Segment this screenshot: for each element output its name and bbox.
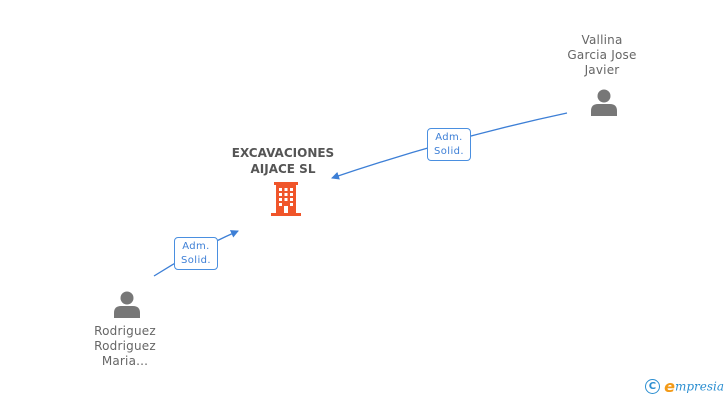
person-name-line: Garcia Jose <box>567 48 637 62</box>
person-name-line: Maria... <box>101 354 149 368</box>
person-name-line: Javier <box>584 63 620 77</box>
person-name-line: Rodriguez <box>94 339 156 353</box>
person-name-line: Vallina <box>581 33 623 47</box>
relation-badge-rodriguez[interactable]: Adm. Solid. <box>174 237 218 270</box>
person-icon[interactable] <box>113 290 141 318</box>
brand-e-letter: e <box>664 377 675 396</box>
person-label-vallina[interactable]: Vallina Garcia Jose Javier <box>552 33 652 78</box>
building-icon[interactable] <box>269 182 303 216</box>
relation-label-line: Solid. <box>181 255 211 266</box>
company-label[interactable]: EXCAVACIONES AIJACE SL <box>223 145 343 177</box>
person-label-rodriguez[interactable]: Rodriguez Rodriguez Maria... <box>75 324 175 369</box>
person-icon[interactable] <box>590 88 618 116</box>
relation-label-line: Adm. <box>435 132 463 143</box>
relation-label-line: Adm. <box>182 241 210 252</box>
relation-label-line: Solid. <box>434 146 464 157</box>
person-name-line: Rodriguez <box>94 324 156 338</box>
brand-logo: C empresia <box>644 377 724 397</box>
company-name-line: EXCAVACIONES <box>231 146 335 160</box>
relation-badge-vallina[interactable]: Adm. Solid. <box>427 128 471 161</box>
company-name-line: AIJACE SL <box>250 162 316 176</box>
copyright-icon: C <box>644 379 660 394</box>
brand-name: mpresia <box>674 379 724 394</box>
